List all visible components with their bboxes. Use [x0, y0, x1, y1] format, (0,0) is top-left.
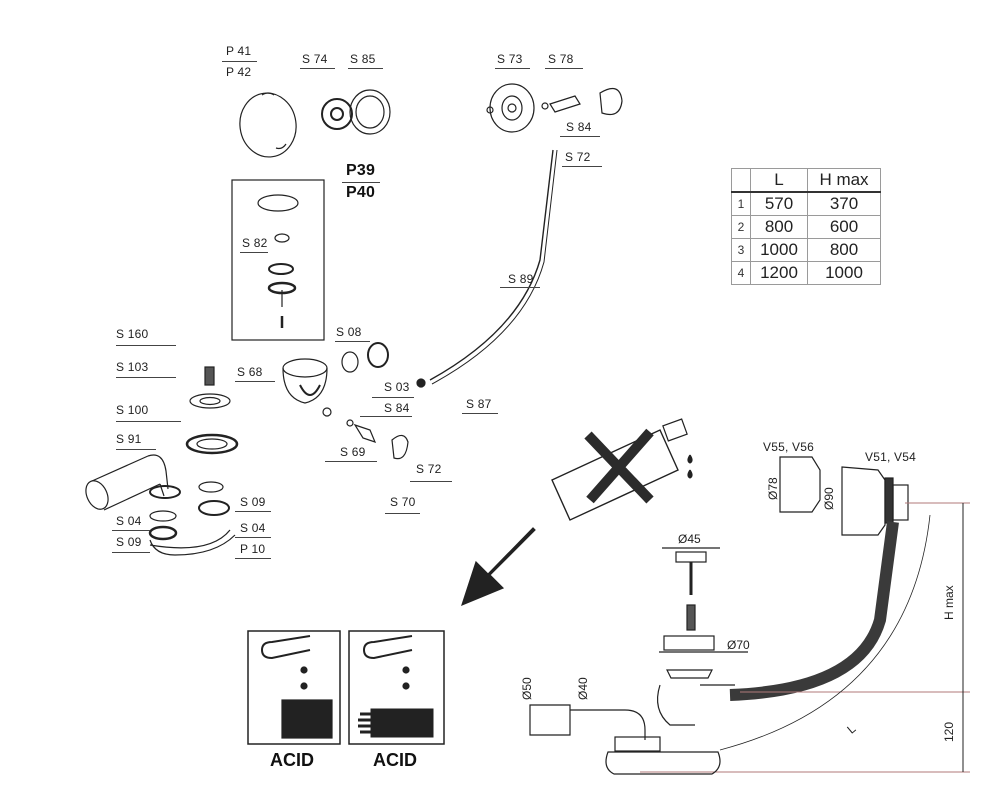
ring-part — [349, 89, 391, 135]
part-label-s09-right: S 09 — [240, 495, 266, 509]
row-index: 2 — [731, 215, 751, 239]
part-label-p42: P 42 — [226, 65, 252, 79]
row-index: 3 — [731, 238, 751, 262]
part-label-s04-right: S 04 — [240, 521, 266, 535]
part-label-s87: S 87 — [466, 397, 492, 411]
row-l: 800 — [750, 215, 808, 239]
part-label-s09-left: S 09 — [116, 535, 142, 549]
table-header-hmax: H max — [807, 168, 881, 193]
part-label-s91: S 91 — [116, 432, 142, 446]
dim-120: 120 — [942, 721, 956, 742]
row-l: 570 — [750, 191, 808, 216]
part-label-s69: S 69 — [340, 445, 366, 459]
table-header-index — [731, 168, 751, 193]
dimension-table: L H max 1 570 370 2 800 600 3 1000 800 4… — [731, 168, 881, 285]
table-row: 3 1000 800 — [731, 238, 881, 262]
part-label-s84-top: S 84 — [566, 120, 592, 134]
kit-label-p40: P40 — [346, 184, 376, 201]
nut-part — [321, 98, 353, 130]
part-label-s72-mid: S 72 — [416, 462, 442, 476]
row-index: 4 — [731, 261, 751, 285]
no-chemicals-bottle — [551, 418, 693, 521]
dim-d70: Ø70 — [727, 638, 750, 652]
part-label-s73: S 73 — [497, 52, 523, 66]
cover-cap-part — [239, 92, 297, 158]
part-label-s100: S 100 — [116, 403, 149, 417]
row-hmax: 800 — [807, 238, 881, 262]
dim-d45: Ø45 — [678, 532, 701, 546]
part-label-s89: S 89 — [508, 272, 534, 286]
row-hmax: 600 — [807, 215, 881, 239]
kit-label-p39: P39 — [346, 162, 376, 179]
part-label-p41: P 41 — [226, 44, 252, 58]
kit-box — [231, 179, 325, 341]
row-hmax: 1000 — [807, 261, 881, 285]
part-label-s70: S 70 — [390, 495, 416, 509]
drain-body — [282, 358, 328, 404]
dim-h-max: H max — [942, 585, 956, 620]
overflow-head — [486, 83, 623, 133]
row-index: 1 — [731, 191, 751, 216]
table-header-l: L — [750, 168, 808, 193]
arrow-icon — [461, 527, 536, 607]
table-row: 2 800 600 — [731, 215, 881, 239]
label-v55-v56: V55, V56 — [763, 440, 814, 454]
table-row: 4 1200 1000 — [731, 261, 881, 285]
part-label-s04-left: S 04 — [116, 514, 142, 528]
overflow-hose-right — [729, 521, 899, 701]
part-label-s160: S 160 — [116, 327, 149, 341]
row-l: 1200 — [750, 261, 808, 285]
part-label-s85: S 85 — [350, 52, 376, 66]
part-label-s72-top: S 72 — [565, 150, 591, 164]
acid-warning-box-hand — [348, 630, 445, 745]
part-label-p10: P 10 — [240, 542, 266, 556]
row-l: 1000 — [750, 238, 808, 262]
part-label-s103: S 103 — [116, 360, 149, 374]
part-label-s82: S 82 — [242, 236, 268, 250]
part-label-s78: S 78 — [548, 52, 574, 66]
screw-part — [204, 366, 215, 386]
part-label-s68: S 68 — [237, 365, 263, 379]
bowden-cable — [429, 149, 554, 381]
acid-caption-left: ACID — [270, 750, 314, 770]
part-label-s08: S 08 — [336, 325, 362, 339]
outlet-elbow — [85, 454, 181, 511]
dim-d78: Ø78 — [766, 477, 780, 500]
dim-d90: Ø90 — [822, 487, 836, 510]
part-label-s74: S 74 — [302, 52, 328, 66]
acid-warning-box-surface — [247, 630, 341, 745]
part-label-s03: S 03 — [384, 380, 410, 394]
row-hmax: 370 — [807, 191, 881, 216]
table-header-row: L H max — [731, 168, 881, 193]
acid-caption-right: ACID — [373, 750, 417, 770]
dim-d40: Ø40 — [576, 677, 590, 700]
table-row: 1 570 370 — [731, 191, 881, 216]
part-label-s84-mid: S 84 — [384, 401, 410, 415]
label-v51-v54: V51, V54 — [865, 450, 916, 464]
dim-d50: Ø50 — [520, 677, 534, 700]
